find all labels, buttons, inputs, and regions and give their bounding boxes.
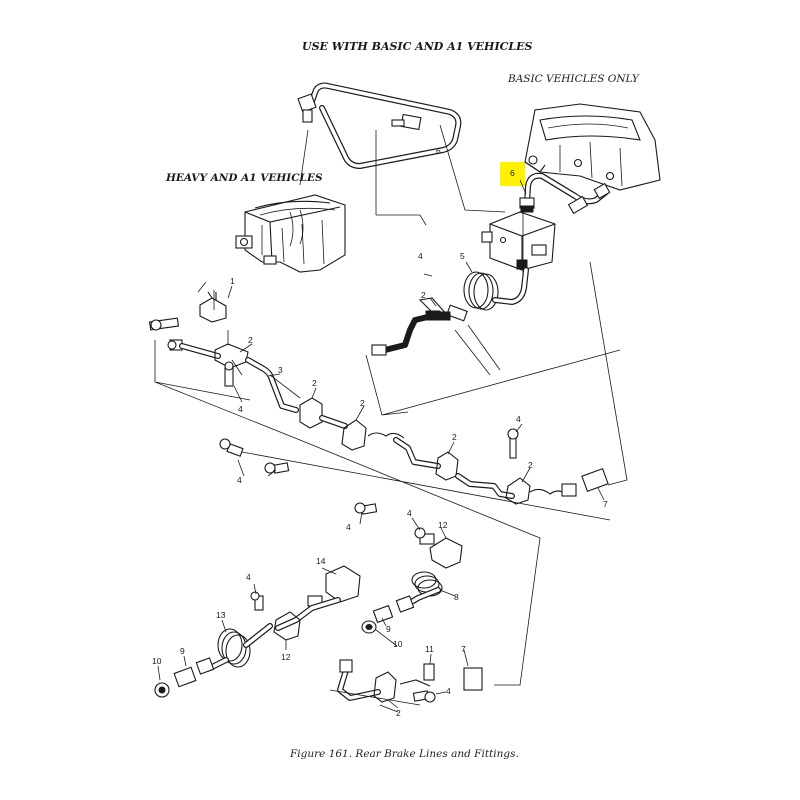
master-cylinder-basic	[524, 103, 661, 191]
bottom-middle-cluster	[329, 659, 483, 713]
callout-4b-label: 4	[237, 475, 242, 485]
callout-2a-label: 2	[248, 335, 253, 345]
callout-4g-label: 4	[246, 572, 251, 582]
master-cylinder-heavy	[235, 194, 346, 273]
callout-2f-label: 2	[421, 290, 426, 300]
upper-brake-tube	[297, 82, 462, 169]
callout-4f-label: 4	[407, 508, 412, 518]
callout-7a-label: 7	[603, 499, 608, 509]
callout-6-label: 6	[510, 168, 515, 178]
callout-2b-label: 2	[312, 378, 317, 388]
callout-1-label: 1	[230, 276, 235, 286]
callout-9a-label: 9	[386, 624, 391, 634]
callout-13-label: 13	[216, 610, 226, 620]
callout-6-top-label: 6	[436, 146, 441, 156]
lower-left-coil	[154, 623, 273, 698]
callout-2e-label: 2	[528, 460, 533, 470]
callout-7b-label: 7	[461, 644, 466, 654]
callout-9b-label: 9	[180, 646, 185, 656]
callout-12b-label: 12	[281, 652, 291, 662]
callout-2g-label: 2	[396, 708, 401, 718]
callout-4c-label: 4	[516, 414, 521, 424]
leader-lines-top	[299, 124, 524, 275]
callout-12a-label: 12	[438, 520, 448, 530]
frame-lines-middle	[154, 340, 611, 686]
figure-title: USE WITH BASIC AND A1 VEHICLES	[302, 40, 533, 53]
middle-brackets-tubes	[219, 397, 609, 515]
proportioning-valve	[481, 211, 556, 271]
callout-3-label: 3	[278, 365, 283, 375]
frame-lines-right	[365, 261, 628, 486]
callout-4e-label: 4	[418, 251, 423, 261]
callout-4d-label: 4	[346, 522, 351, 532]
callout-11-label: 11	[425, 644, 434, 654]
callout-4a-label: 4	[238, 404, 243, 414]
coil-tube-item-5	[437, 267, 529, 322]
flex-hose-upper	[371, 297, 449, 356]
basic-vehicles-label: BASIC VEHICLES ONLY	[508, 73, 639, 85]
brake-tube-item-6	[519, 172, 611, 215]
figure-caption: Figure 161. Rear Brake Lines and Fitting…	[290, 748, 519, 760]
callout-2c-label: 2	[360, 398, 365, 408]
lower-right-cluster	[250, 527, 463, 641]
callout-5-label: 5	[460, 251, 465, 261]
callout-numbers: 6 6 1 2 3 4 2 2 4 2 4 2 7 4 4 5 2 4 12 1…	[152, 146, 608, 718]
callout-2d-label: 2	[452, 432, 457, 442]
callout-10a-label: 10	[393, 639, 403, 649]
heavy-vehicles-label: HEAVY AND A1 VEHICLES	[166, 172, 323, 184]
callout-leaders	[157, 179, 605, 709]
callout-4h-label: 4	[446, 686, 451, 696]
bracket-group-left	[148, 281, 301, 413]
callout-8-label: 8	[454, 592, 459, 602]
callout-14-label: 14	[316, 556, 326, 566]
callout-10b-label: 10	[152, 656, 162, 666]
